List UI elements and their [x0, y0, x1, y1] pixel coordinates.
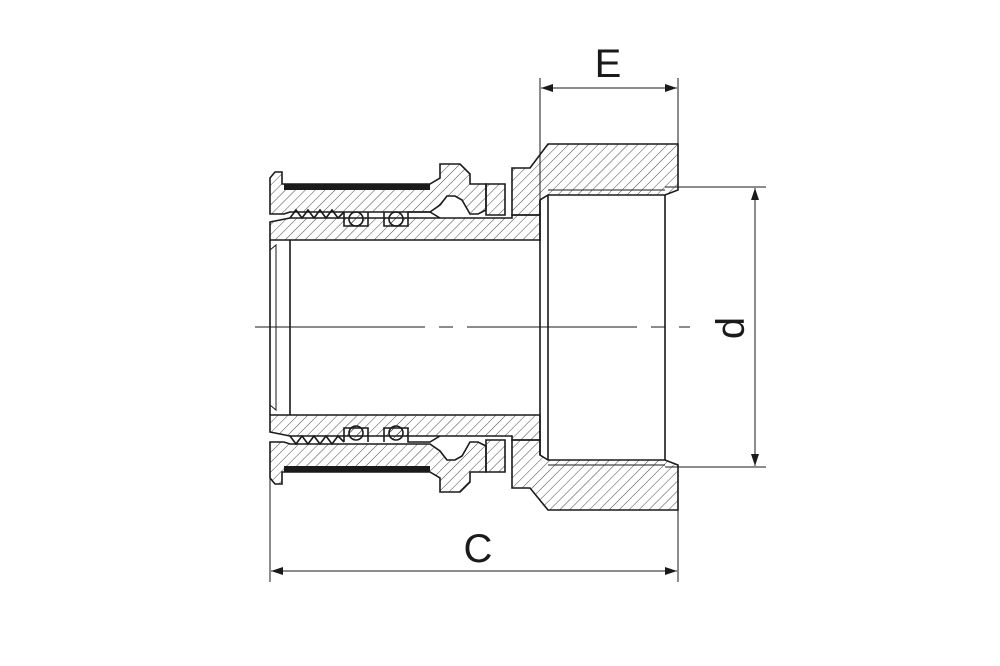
collar-top: [485, 183, 506, 216]
sleeve-band-top: [284, 184, 430, 190]
dimension-label-c: C: [464, 527, 493, 571]
body-section-top: [269, 214, 541, 241]
barbs-top: [289, 208, 345, 220]
o-ring-top-2: [388, 211, 404, 227]
o-ring-top-1: [348, 211, 364, 227]
collar-bottom: [485, 439, 506, 473]
dimension-label-d: d: [709, 317, 753, 339]
dimension-label-e: E: [595, 42, 622, 86]
barbs-bottom: [289, 434, 345, 446]
nut-section-bottom: [511, 439, 679, 511]
o-ring-bottom-2: [388, 425, 404, 441]
sleeve-band-bottom: [284, 466, 430, 472]
o-ring-groove-bottom: [343, 427, 441, 443]
o-ring-bottom-1: [348, 425, 364, 441]
o-ring-groove-top: [343, 211, 441, 227]
nut-section-top: [511, 143, 679, 216]
